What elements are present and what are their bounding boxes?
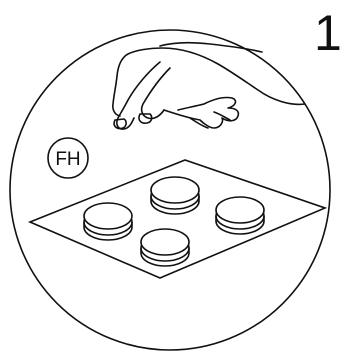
fh-badge: FH: [48, 138, 88, 178]
fh-badge-label: FH: [55, 149, 80, 170]
